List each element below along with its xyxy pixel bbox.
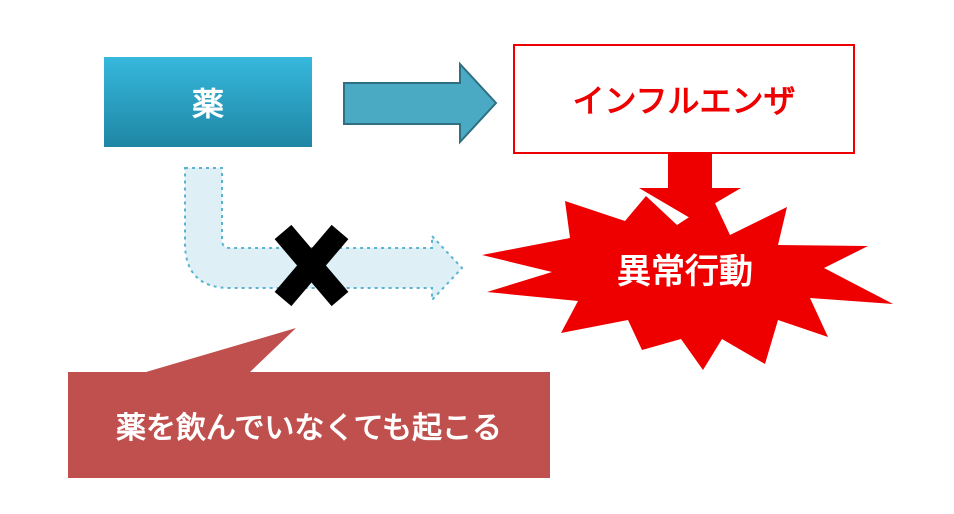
- influenza-box: [513, 44, 855, 154]
- abnormal-behavior-burst: [482, 196, 893, 370]
- note-callout: [68, 328, 550, 478]
- influenza-to-abnormal-arrow: [639, 153, 741, 218]
- influenza-label: インフルエンザ: [572, 82, 796, 120]
- abnormal-behavior-label: 異常行動: [617, 251, 753, 292]
- medicine-box: [104, 57, 312, 147]
- medicine-label: 薬: [191, 85, 224, 123]
- medicine-to-influenza-arrow: [343, 61, 498, 145]
- cross-icon: [274, 224, 349, 307]
- medicine-to-abnormal-dashed-arrow: [184, 167, 464, 303]
- note-label: 薬を飲んでいなくても起こる: [115, 411, 503, 446]
